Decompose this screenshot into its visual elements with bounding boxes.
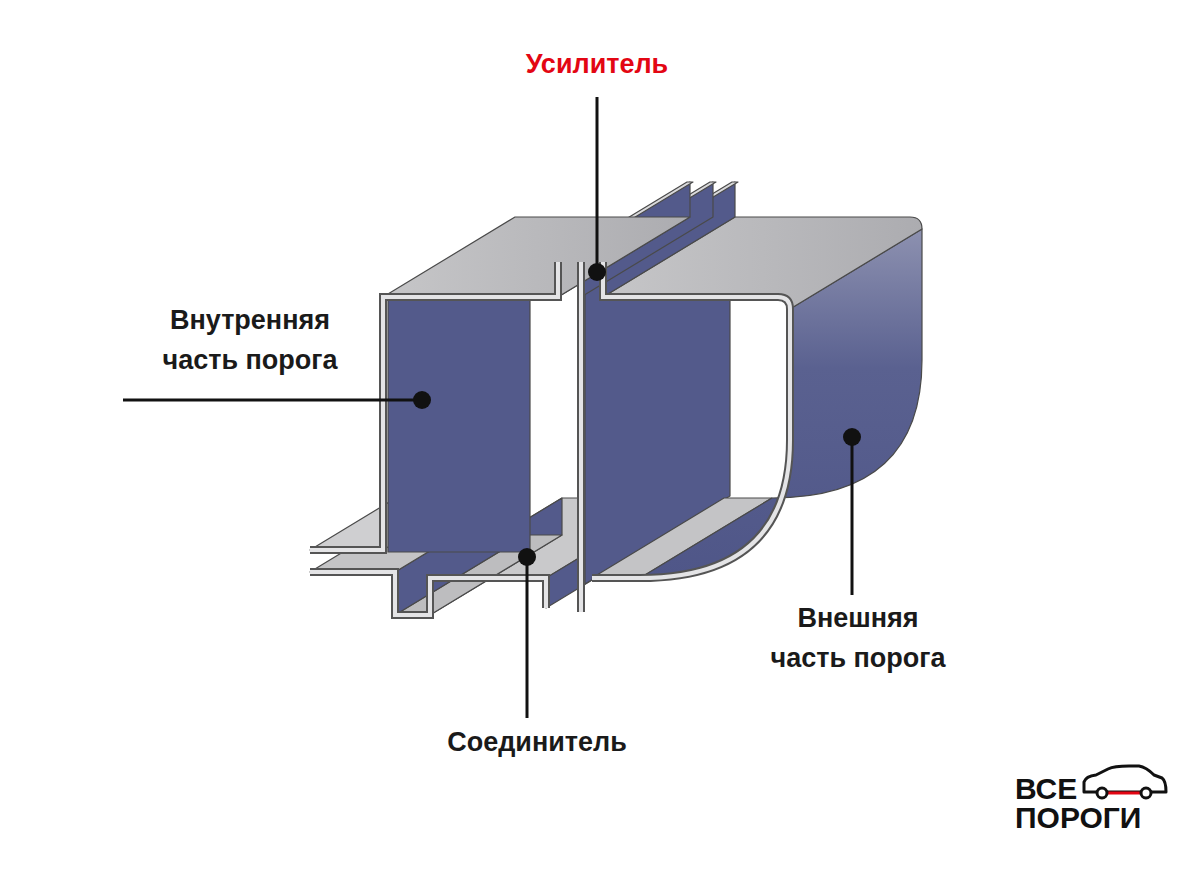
outer-section-face [592, 262, 790, 578]
leader-line [596, 97, 599, 272]
leader-dot [413, 391, 431, 409]
connector-section-face [310, 572, 546, 615]
logo-text: ВСЕ [1015, 774, 1077, 804]
logo-text: ПОРОГИ [1015, 803, 1141, 833]
inner-section [310, 262, 558, 550]
inner-section-face [310, 262, 558, 550]
connector-section [310, 572, 546, 615]
car-wheel [1141, 788, 1151, 798]
car-stripe [1108, 792, 1140, 795]
inner-top [383, 217, 690, 297]
part-label: Внешняя часть порога [768, 598, 948, 678]
car-body [1084, 766, 1166, 792]
part-label: Усилитель [526, 44, 668, 84]
reinforcer-section-face [579, 262, 583, 612]
inner-wall-face [388, 300, 530, 552]
part-label: Внутренняя часть порога [160, 300, 340, 380]
leader-line [851, 437, 854, 595]
leader-dot [843, 428, 861, 446]
leader-dot [518, 548, 536, 566]
car-wheel [1097, 788, 1107, 798]
part-label: Соединитель [447, 722, 627, 762]
leader-dot [588, 263, 606, 281]
leader-line [123, 399, 422, 402]
leader-line [526, 557, 529, 718]
outer-section [592, 262, 790, 578]
logo-car [1084, 766, 1166, 798]
reinforcer-section [577, 262, 585, 612]
